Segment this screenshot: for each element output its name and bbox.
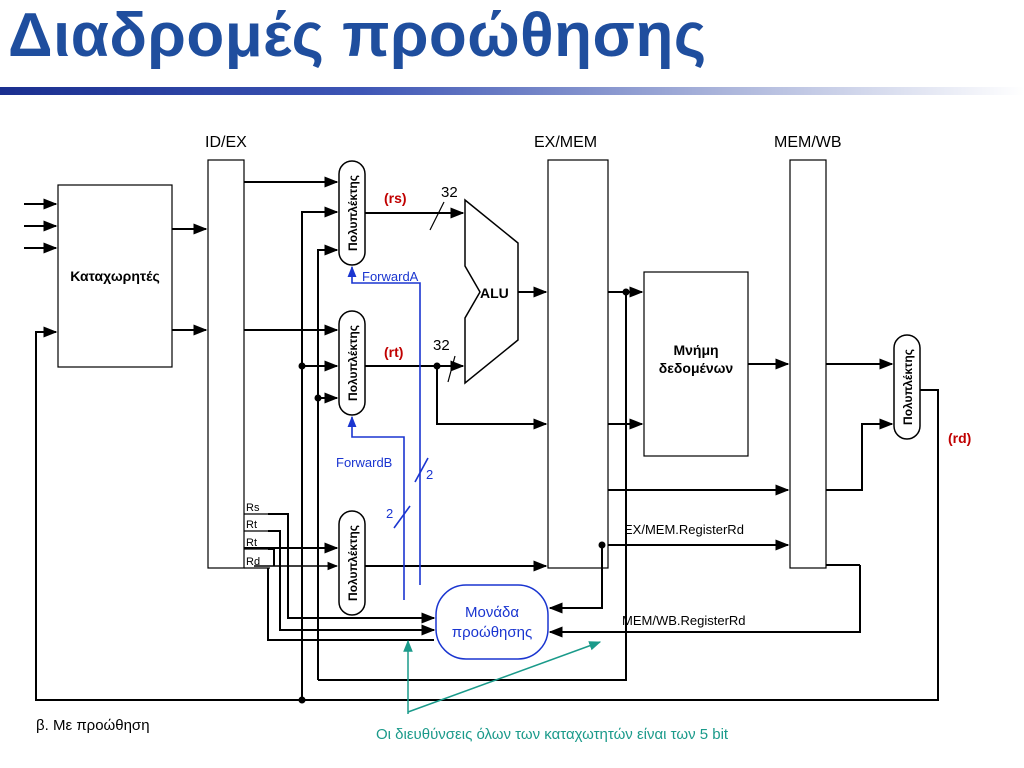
note: Οι διευθύνσεις όλων των καταχωτητών είνα… <box>376 726 729 743</box>
exmem-registerrd-label: EX/MEM.RegisterRd <box>624 522 744 537</box>
title-underline <box>0 87 1024 95</box>
mux-label: Πολυπλέκτης <box>346 325 360 401</box>
mux-forward-a: Πολυπλέκτης <box>338 160 366 266</box>
forwarding-unit-label-2: προώθησης <box>452 624 532 641</box>
bus-width-32-b: 32 <box>433 337 450 354</box>
alu-label: ALU <box>480 285 509 301</box>
mux-label: Πολυπλέκτης <box>901 349 915 425</box>
data-memory-label-1: Μνήμη <box>673 342 718 358</box>
id-ex-register <box>207 159 245 569</box>
mux-label: Πολυπλέκτης <box>346 525 360 601</box>
bus-width-32-a: 32 <box>441 184 458 201</box>
alu <box>464 198 519 385</box>
caption: β. Με προώθηση <box>36 717 150 734</box>
mux-writeback: Πολυπλέκτης <box>893 334 921 440</box>
data-memory <box>643 271 749 457</box>
field-rt-1: Rt <box>246 519 257 531</box>
mem-wb-register <box>789 159 827 569</box>
field-rt-2: Rt <box>246 537 257 549</box>
register-file-label: Καταχωρητές <box>70 268 160 284</box>
mux-label: Πολυπλέκτης <box>346 175 360 251</box>
rs-label: (rs) <box>384 190 407 206</box>
register-file <box>57 184 173 368</box>
ex-mem-register <box>547 159 609 569</box>
field-rs: Rs <box>246 502 260 514</box>
mem-wb-label: MEM/WB <box>774 134 842 151</box>
bus-width-2-a: 2 <box>426 467 433 482</box>
bus-width-2-b: 2 <box>386 506 393 521</box>
forwarding-unit <box>435 584 549 660</box>
memwb-registerrd-label: MEM/WB.RegisterRd <box>622 613 746 628</box>
id-ex-label: ID/EX <box>205 134 247 151</box>
forward-b-label: ForwardB <box>336 455 392 470</box>
rt-label: (rt) <box>384 344 403 360</box>
forwarding-unit-label-1: Μονάδα <box>465 604 519 621</box>
rd-label-right: (rd) <box>948 430 971 446</box>
ex-mem-label: EX/MEM <box>534 134 597 151</box>
forward-a-label: ForwardA <box>362 269 419 284</box>
field-rd: Rd <box>246 556 260 568</box>
mux-forward-b: Πολυπλέκτης <box>338 310 366 416</box>
data-memory-label-2: δεδομένων <box>659 360 734 376</box>
mux-regdst: Πολυπλέκτης <box>338 510 366 616</box>
slide-title: Διαδρομές προώθησης <box>8 1 707 70</box>
